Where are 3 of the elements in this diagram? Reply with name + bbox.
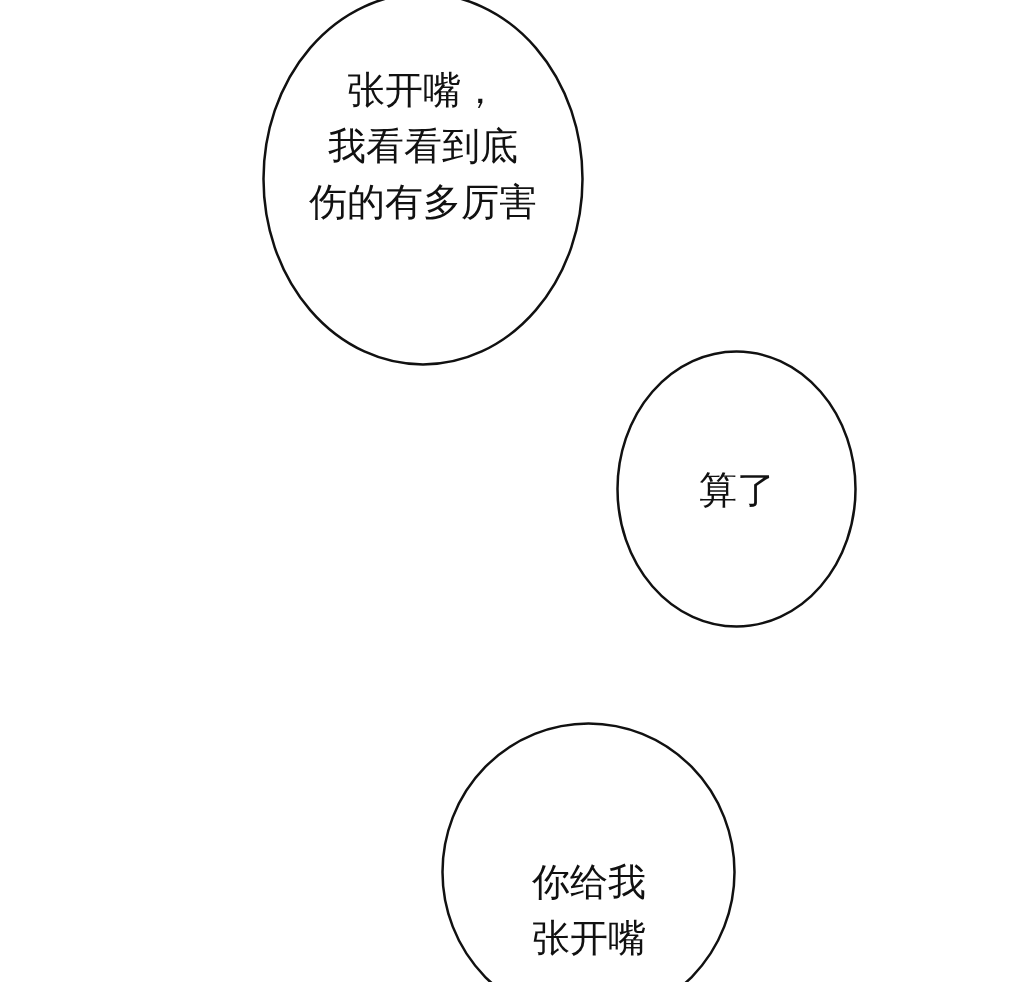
speech-text: 你给我张开嘴	[530, 859, 647, 962]
speech-text: 张开嘴，我看看到底伤的有多厉害	[308, 67, 538, 226]
speech-text: 算了	[697, 467, 776, 514]
